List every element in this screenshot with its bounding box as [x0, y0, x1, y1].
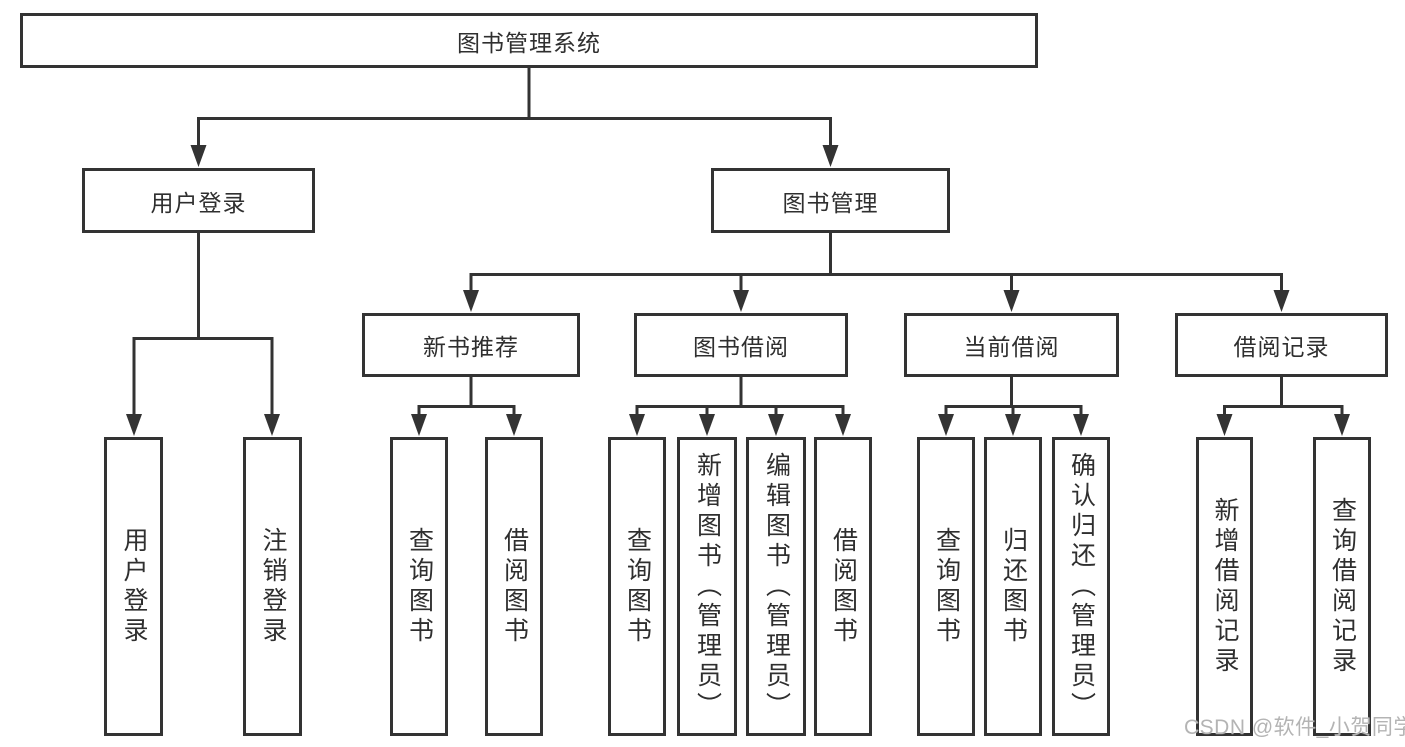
leaf-user-login: 用户登录 — [104, 437, 163, 736]
leaf-br-add-record-label: 新增借阅记录 — [1211, 496, 1239, 677]
csdn-watermark: CSDN @软件_小贺同学 — [1184, 716, 1405, 739]
leaf-cb-query-books-label: 查询图书 — [932, 526, 961, 647]
leaf-bb-edit-books-label: 编辑图书（管理员） — [762, 451, 791, 722]
leaf-cb-confirm-return-label: 确认归还（管理员） — [1067, 451, 1096, 722]
arrowhead-icons — [126, 145, 1350, 436]
node-library-management-system: 图书管理系统 — [20, 13, 1038, 68]
leaf-bb-query-books: 查询图书 — [608, 437, 666, 736]
leaf-nb-query-books-label: 查询图书 — [405, 526, 434, 647]
node-current-borrow: 当前借阅 — [904, 313, 1119, 377]
node-borrow-records: 借阅记录 — [1175, 313, 1388, 377]
node-user-login: 用户登录 — [82, 168, 315, 233]
leaf-bb-borrow-books: 借阅图书 — [814, 437, 872, 736]
leaf-nb-query-books: 查询图书 — [390, 437, 448, 736]
leaf-bb-query-books-label: 查询图书 — [623, 526, 652, 647]
node-book-management: 图书管理 — [711, 168, 950, 233]
leaf-bb-add-books-label: 新增图书（管理员） — [693, 451, 722, 722]
leaf-br-query-record-label: 查询借阅记录 — [1328, 496, 1357, 677]
leaf-bb-add-books: 新增图书（管理员） — [677, 437, 737, 736]
node-book-borrow: 图书借阅 — [634, 313, 848, 377]
leaf-cb-return-books: 归还图书 — [984, 437, 1042, 736]
leaf-cb-query-books: 查询图书 — [917, 437, 975, 736]
leaf-nb-borrow-books: 借阅图书 — [485, 437, 543, 736]
node-new-book-recommend: 新书推荐 — [362, 313, 580, 377]
leaf-logout-label: 注销登录 — [259, 526, 287, 647]
leaf-nb-borrow-books-label: 借阅图书 — [500, 526, 529, 647]
leaf-user-login-label: 用户登录 — [120, 526, 148, 647]
leaf-cb-return-books-label: 归还图书 — [999, 526, 1028, 647]
leaf-bb-borrow-books-label: 借阅图书 — [829, 526, 858, 647]
leaf-bb-edit-books: 编辑图书（管理员） — [746, 437, 806, 736]
leaf-logout: 注销登录 — [243, 437, 302, 736]
leaf-br-add-record: 新增借阅记录 — [1196, 437, 1253, 736]
leaf-cb-confirm-return: 确认归还（管理员） — [1052, 437, 1110, 736]
leaf-br-query-record: 查询借阅记录 — [1313, 437, 1371, 736]
